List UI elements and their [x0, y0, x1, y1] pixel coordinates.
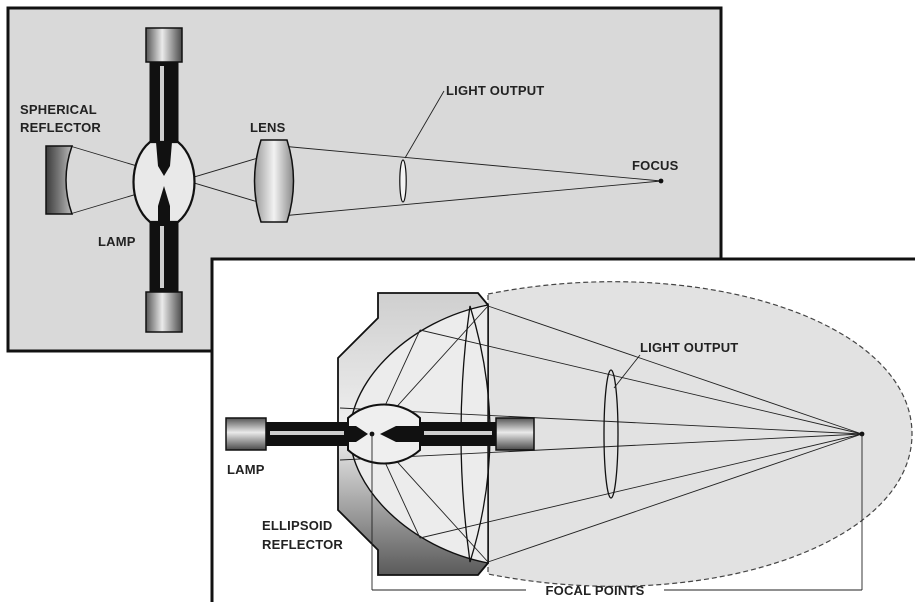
- label-bottom-lamp: LAMP: [227, 462, 265, 477]
- bottom-light-output-leader: [613, 354, 641, 389]
- top-lamp: [132, 27, 196, 333]
- top-lamp-electrode-lower: [158, 186, 170, 222]
- top-lamp-electrode-upper: [156, 142, 172, 176]
- label-top-focus: FOCUS: [632, 158, 679, 173]
- top-lamp-cap-lower: [145, 291, 183, 333]
- top-focus-point: [658, 178, 664, 184]
- bottom-lamp: [225, 403, 535, 465]
- label-top-lens: LENS: [250, 120, 286, 135]
- label-bottom-light-output: LIGHT OUTPUT: [640, 340, 738, 355]
- focal-points-dimension: [371, 434, 863, 591]
- label-ellipsoid: ELLIPSOID: [262, 518, 332, 533]
- label-spherical: SPHERICAL: [20, 102, 97, 117]
- bottom-light-output-ring: [603, 369, 619, 499]
- label-focal-points: FOCAL POINTS: [546, 583, 645, 598]
- top-lens: [253, 139, 295, 223]
- label-ellipsoid-reflector: REFLECTOR: [262, 537, 343, 552]
- bottom-lamp-electrode-left: [348, 426, 368, 442]
- front-lens: [460, 305, 491, 563]
- top-lamp-cap-upper: [145, 27, 183, 63]
- label-top-lamp: LAMP: [98, 234, 136, 249]
- bottom-lamp-cap-right: [495, 417, 535, 451]
- top-light-output-ring: [399, 159, 407, 203]
- top-light-output-leader: [404, 90, 445, 159]
- ellipse-outline: [487, 281, 913, 587]
- bottom-lamp-electrode-right: [380, 426, 420, 442]
- bottom-panel: LIGHT OUTPUT LAMP ELLIPSOID REFLECTOR FO…: [210, 257, 915, 602]
- spherical-reflector: [45, 145, 74, 215]
- label-spherical-reflector: REFLECTOR: [20, 120, 101, 135]
- bottom-lamp-cap-left: [225, 417, 267, 451]
- label-top-light-output: LIGHT OUTPUT: [446, 83, 544, 98]
